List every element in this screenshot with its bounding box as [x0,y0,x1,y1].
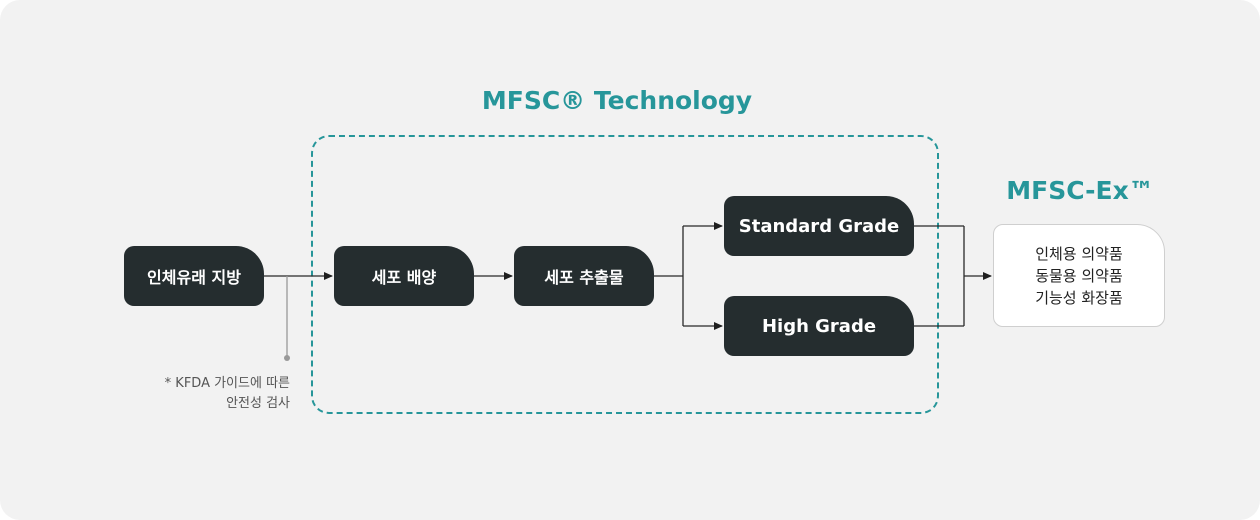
technology-boundary [311,135,939,414]
node-source: 인체유래 지방 [124,246,264,306]
result-human-medicine: 인체용 의약품 [1035,244,1123,263]
node-extract: 세포 추출물 [514,246,654,306]
note-line-1: * KFDA 가이드에 따른 [164,376,290,391]
node-high-grade: High Grade [724,296,914,356]
node-standard-grade: Standard Grade [724,196,914,256]
node-culture: 세포 배양 [334,246,474,306]
note-dot [284,355,290,361]
mfsc-technology-title: MFSC® Technology [481,86,753,115]
result-box: 인체용 의약품 동물용 의약품 기능성 화장품 [993,224,1165,327]
result-cosmetics: 기능성 화장품 [1035,288,1123,307]
kfda-note: * KFDA 가이드에 따른 안전성 검사 [140,374,290,414]
result-animal-medicine: 동물용 의약품 [1035,266,1123,285]
mfsc-ex-title: MFSC-Ex™ [1006,176,1154,205]
note-line-2: 안전성 검사 [226,396,290,411]
